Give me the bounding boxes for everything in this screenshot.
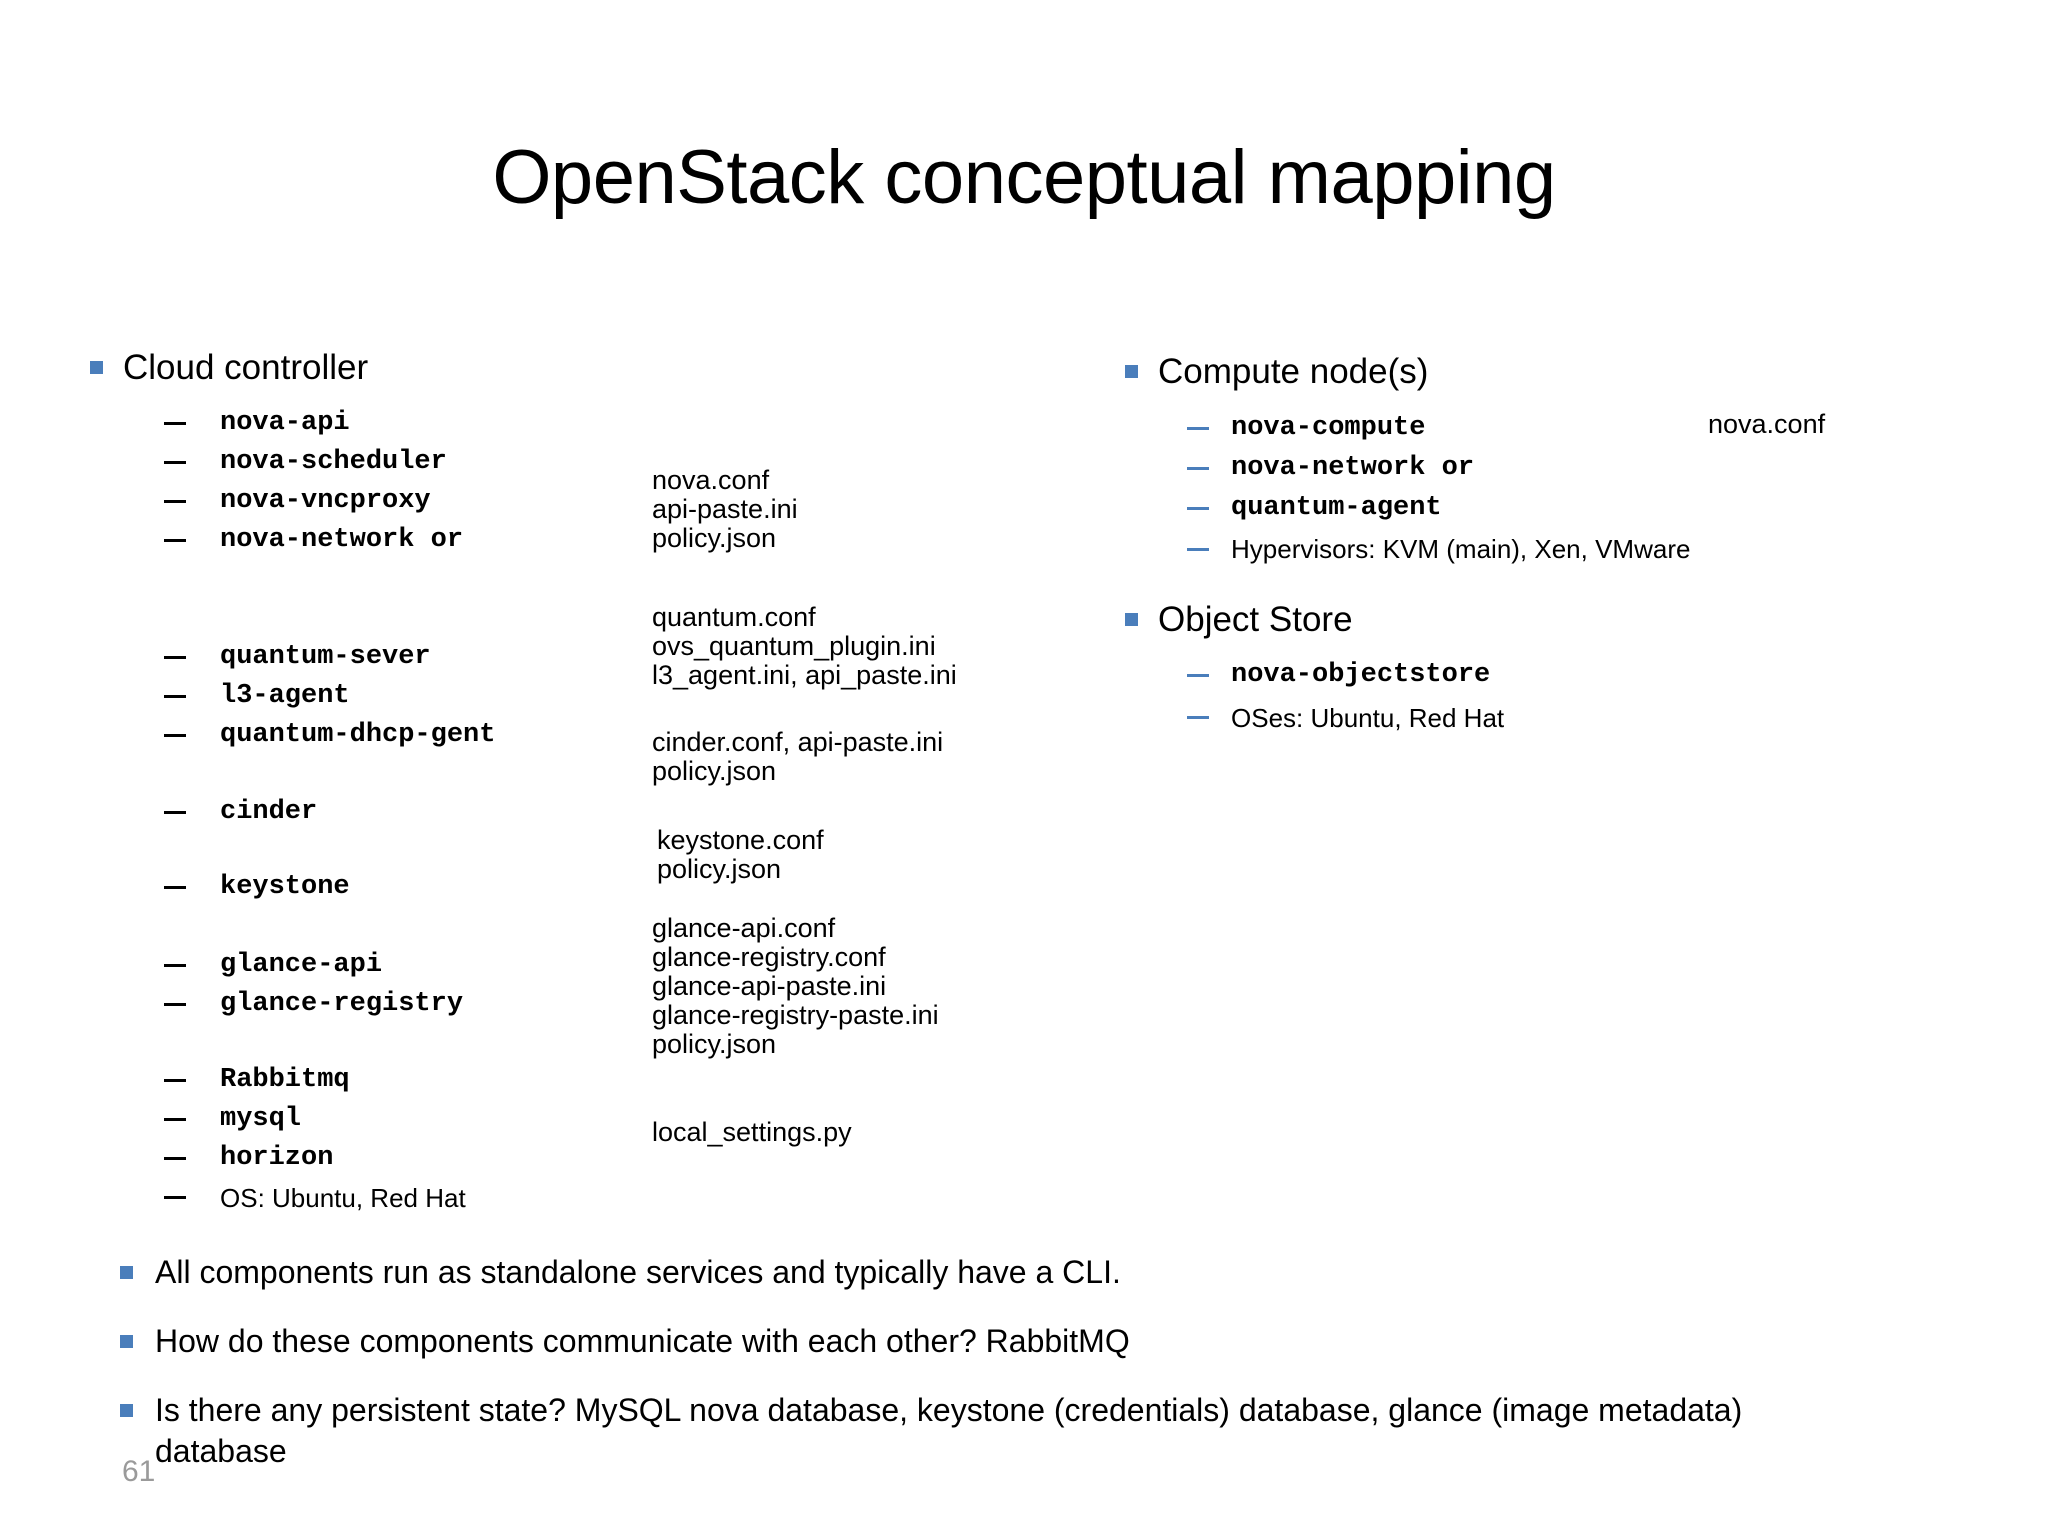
- list-item: nova-api: [120, 404, 740, 443]
- dash-bullet-icon: [164, 1079, 186, 1083]
- dash-bullet-icon: [164, 1003, 186, 1007]
- dash-bullet-icon: [164, 811, 186, 815]
- square-bullet-icon: [90, 360, 103, 374]
- square-bullet-icon: [1125, 364, 1138, 378]
- dash-bullet-icon: [164, 964, 186, 968]
- list-item-label: OS: Ubuntu, Red Hat: [220, 1182, 466, 1213]
- cloud-controller-section: Cloud controller nova-api nova-scheduler…: [90, 348, 740, 1217]
- dash-bullet-icon: [1187, 674, 1209, 677]
- object-store-heading: Object Store: [1125, 600, 1915, 640]
- dash-bullet-icon: [164, 539, 186, 543]
- list-item: Hypervisors: KVM (main), Xen, VMware: [1155, 528, 1915, 570]
- dash-bullet-icon: [1187, 716, 1209, 719]
- list-item-label: quantum-agent: [1231, 492, 1442, 523]
- list-item-label: Rabbitmq: [220, 1065, 350, 1096]
- list-item: nova-compute: [1155, 408, 1915, 448]
- compute-config-annotation: nova.conf: [1708, 409, 1826, 439]
- list-item-label: nova-network or: [1231, 452, 1475, 483]
- summary-bullet-row: Is there any persistent state? MySQL nov…: [120, 1390, 1960, 1472]
- dash-bullet-icon: [164, 734, 186, 738]
- list-item-label: nova-scheduler: [220, 447, 447, 478]
- summary-bullet-row: All components run as standalone service…: [120, 1252, 1960, 1293]
- summary-bullet-label: All components run as standalone service…: [155, 1254, 1121, 1290]
- list-item-label: Hypervisors: KVM (main), Xen, VMware: [1231, 534, 1691, 565]
- list-item: Rabbitmq: [120, 1061, 740, 1100]
- glance-config-annotation: glance-api.conf glance-registry.conf gla…: [652, 913, 939, 1059]
- list-item: cinder: [120, 793, 740, 832]
- summary-bullet-label: How do these components communicate with…: [155, 1322, 1130, 1359]
- list-item-label: quantum-dhcp-gent: [220, 720, 496, 751]
- summary-bullet-row: How do these components communicate with…: [120, 1321, 1960, 1362]
- list-item: nova-vncproxy: [120, 482, 740, 521]
- page-number: 61: [122, 1455, 156, 1488]
- list-item: horizon: [120, 1139, 740, 1178]
- list-item-label: nova-network or: [220, 525, 464, 556]
- list-item-label: horizon: [220, 1143, 334, 1174]
- square-bullet-icon: [120, 1334, 133, 1348]
- list-item-label: nova-api: [220, 408, 350, 439]
- page-title: OpenStack conceptual mapping: [492, 135, 1556, 220]
- list-item: OS: Ubuntu, Red Hat: [120, 1178, 740, 1217]
- compute-node-heading: Compute node(s): [1125, 352, 1915, 392]
- list-item-label: quantum-sever: [220, 642, 431, 673]
- dash-bullet-icon: [164, 1196, 186, 1200]
- square-bullet-icon: [1125, 612, 1138, 626]
- dash-bullet-icon: [164, 656, 186, 660]
- list-item: nova-network or: [120, 521, 740, 560]
- list-item-label: nova-vncproxy: [220, 486, 431, 517]
- list-item-label: cinder: [220, 797, 318, 828]
- list-item: OSes: Ubuntu, Red Hat: [1155, 697, 1915, 739]
- object-store-heading-label: Object Store: [1158, 600, 1353, 640]
- list-item: glance-registry: [120, 985, 740, 1024]
- dash-bullet-icon: [164, 500, 186, 504]
- list-item-label: nova-objectstore: [1231, 660, 1491, 690]
- compute-node-heading-label: Compute node(s): [1158, 352, 1429, 391]
- horizon-config-annotation: local_settings.py: [652, 1117, 852, 1147]
- dash-bullet-icon: [1187, 506, 1209, 510]
- dash-bullet-icon: [164, 1157, 186, 1161]
- cloud-controller-heading-label: Cloud controller: [123, 348, 369, 387]
- list-item: keystone: [120, 868, 740, 907]
- list-item: nova-scheduler: [120, 443, 740, 482]
- cinder-config-annotation: cinder.conf, api-paste.ini policy.json: [652, 727, 944, 786]
- dash-bullet-icon: [1187, 426, 1209, 430]
- list-item: l3-agent: [120, 677, 740, 716]
- list-item-label: glance-api: [220, 950, 383, 981]
- list-item: quantum-agent: [1155, 488, 1915, 528]
- dash-bullet-icon: [164, 695, 186, 699]
- list-item-label: glance-registry: [220, 989, 464, 1020]
- summary-bullets: All components run as standalone service…: [120, 1252, 1960, 1500]
- list-item-label: mysql: [220, 1104, 302, 1135]
- list-item-label: OSes: Ubuntu, Red Hat: [1231, 702, 1505, 733]
- list-item-label: nova-compute: [1231, 412, 1426, 443]
- dash-bullet-icon: [1187, 466, 1209, 470]
- summary-bullet-label: Is there any persistent state? MySQL nov…: [155, 1391, 1743, 1469]
- cloud-controller-heading: Cloud controller: [90, 348, 740, 388]
- dash-bullet-icon: [1187, 547, 1209, 551]
- list-item: mysql: [120, 1100, 740, 1139]
- nova-config-annotation: nova.conf api-paste.ini policy.json: [652, 465, 798, 553]
- list-item-label: l3-agent: [220, 681, 350, 712]
- dash-bullet-icon: [164, 461, 186, 465]
- square-bullet-icon: [120, 1266, 133, 1279]
- compute-node-section: Compute node(s) nova-compute nova-networ…: [1125, 352, 1915, 739]
- list-item: quantum-dhcp-gent: [120, 716, 740, 755]
- dash-bullet-icon: [164, 886, 186, 890]
- dash-bullet-icon: [164, 422, 186, 426]
- dash-bullet-icon: [164, 1118, 186, 1122]
- keystone-config-annotation: keystone.conf policy.json: [657, 825, 824, 884]
- quantum-config-annotation: quantum.conf ovs_quantum_plugin.ini l3_a…: [652, 602, 957, 690]
- list-item: glance-api: [120, 946, 740, 985]
- square-bullet-icon: [120, 1403, 133, 1417]
- list-item: nova-objectstore: [1155, 655, 1915, 697]
- list-item: nova-network or: [1155, 448, 1915, 488]
- list-item: quantum-sever: [120, 638, 740, 677]
- list-item-label: keystone: [220, 872, 350, 903]
